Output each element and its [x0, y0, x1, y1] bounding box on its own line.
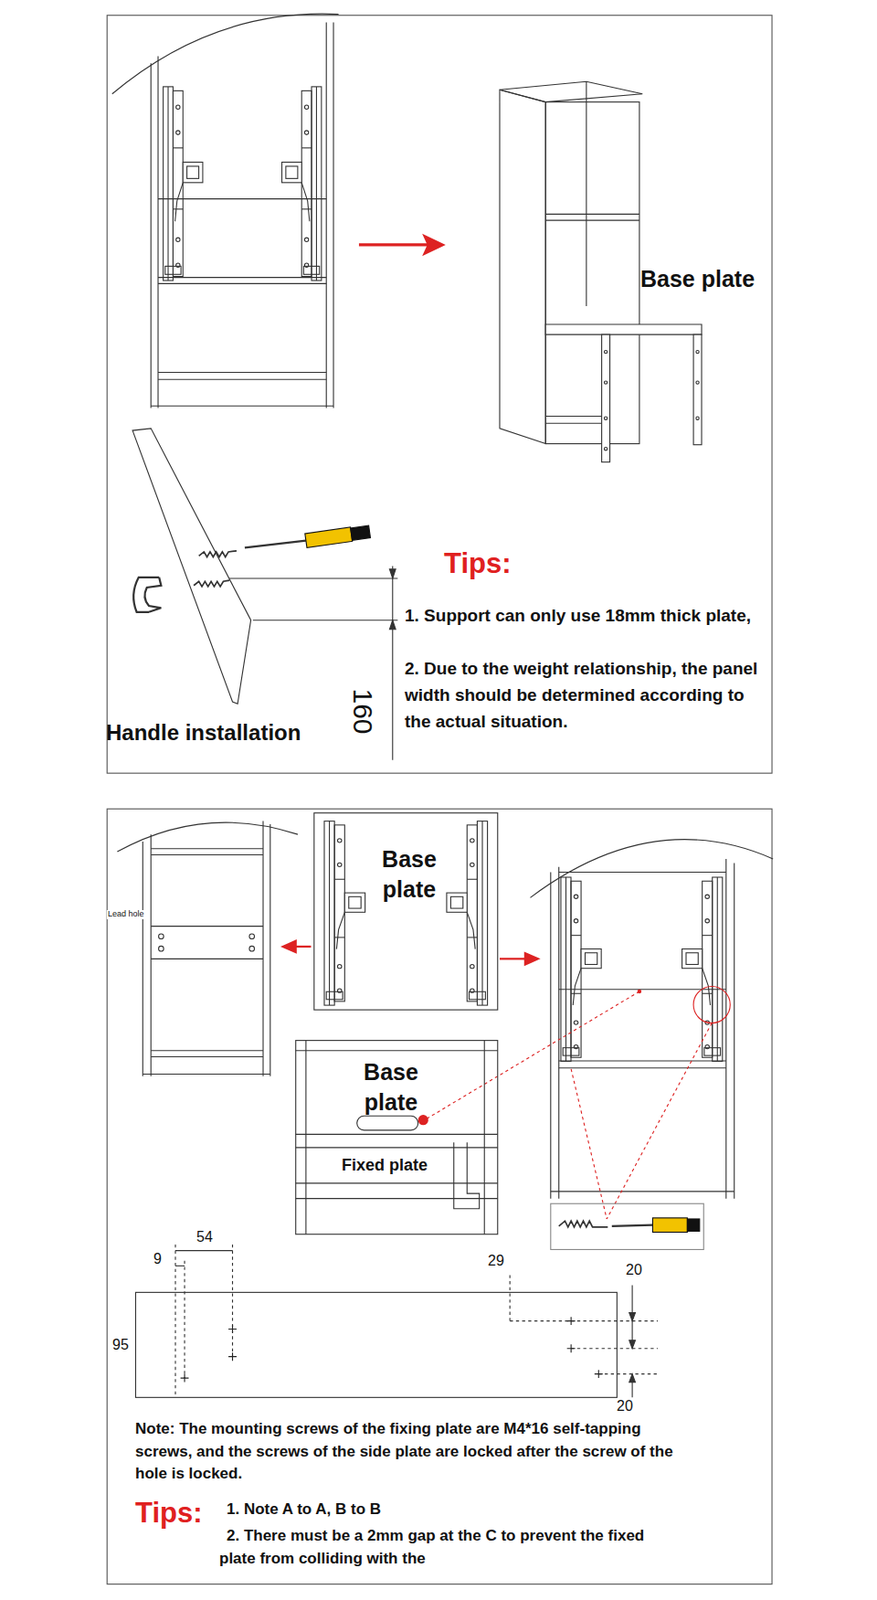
dimension: 54: [196, 1228, 213, 1246]
tip-text: 1. Note A to A, B to B: [226, 1500, 381, 1519]
dimension: 95: [112, 1336, 129, 1353]
part-name: Base plate: [357, 1056, 425, 1118]
tips-heading: Tips:: [135, 1497, 203, 1529]
part-name: Fixed plate: [341, 1156, 428, 1175]
note-text: Note: The mounting screws of the fixing …: [135, 1417, 684, 1486]
tips-heading: Tips:: [443, 548, 512, 580]
dimension: 20: [616, 1397, 634, 1415]
part-name: Base plate: [640, 266, 755, 293]
dimension: 29: [487, 1252, 505, 1269]
dimension: 9: [153, 1250, 162, 1268]
section-title: Handle installation: [105, 720, 301, 745]
part-name: Base plate: [377, 844, 442, 905]
tip-text: 2. Due to the weight relationship, the p…: [404, 655, 761, 735]
dimension: 160: [348, 687, 379, 734]
dimension: 20: [625, 1261, 643, 1279]
part-name: Lead hole: [106, 909, 146, 920]
tip-text: 2. There must be a 2mm gap at the C to p…: [219, 1524, 649, 1570]
tip-text: 1. Support can only use 18mm thick plate…: [404, 602, 761, 629]
